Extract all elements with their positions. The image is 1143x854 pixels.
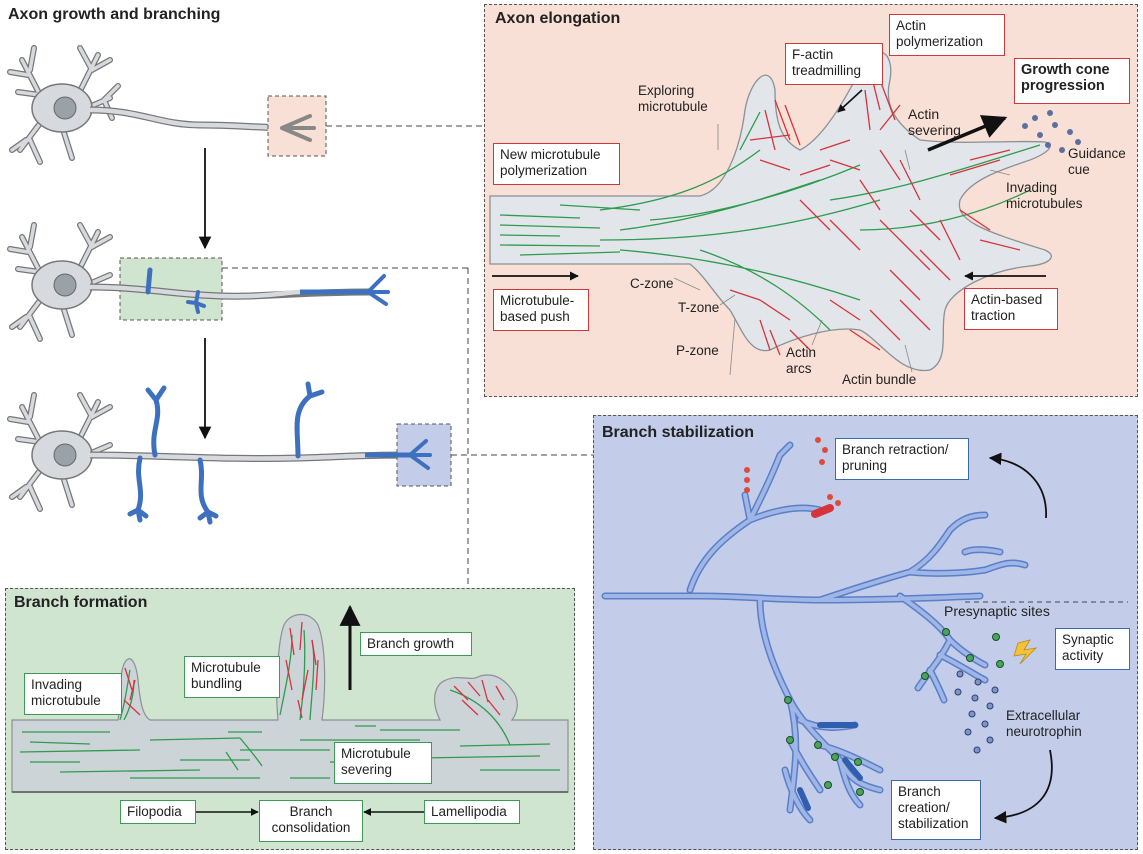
invading-mt-box: Invading microtubule	[24, 673, 122, 715]
actin-severing-label: Actin severing	[908, 106, 961, 138]
synaptic-activity-box: Synaptic activity	[1055, 628, 1130, 670]
branch-growth-box: Branch growth	[360, 632, 472, 656]
neuron-stage-3	[7, 381, 411, 525]
branch-tree	[601, 441, 1029, 824]
consolidation-box: Branch consolidation	[259, 800, 363, 842]
retraction-arrow	[988, 452, 1047, 519]
mt-severing-box: Microtubule severing	[334, 742, 432, 784]
actin-traction-box: Actin-based traction	[964, 288, 1058, 330]
guidance-cue-label: Guidance cue	[1068, 146, 1126, 177]
new-mt-box: New microtubule polymerization	[493, 143, 620, 185]
actin-arcs-label: Actin arcs	[786, 345, 817, 376]
progression-arrow	[927, 115, 1008, 152]
presynaptic-label: Presynaptic sites	[944, 603, 1050, 619]
branch-creation-box: Branch creation/ stabilization	[891, 780, 981, 840]
stabilization-title: Branch stabilization	[602, 424, 755, 441]
growth-cone	[489, 51, 1052, 372]
c-zone-label: C-zone	[630, 276, 674, 291]
neuron-stage-1	[7, 45, 316, 165]
neurotrophin-label: Extracellular neurotrophin	[1006, 708, 1082, 739]
f-actin-box: F-actin treadmilling	[785, 43, 883, 85]
p-zone-label: P-zone	[676, 343, 719, 358]
main-title: Axon growth and branching	[8, 6, 221, 23]
formation-title: Branch formation	[14, 594, 148, 611]
mt-bundling-box: Microtubule bundling	[184, 656, 280, 698]
invading-mts-label: Invading microtubules	[1006, 180, 1083, 211]
treadmilling-arrow	[837, 89, 863, 113]
retraction-box: Branch retraction/ pruning	[835, 438, 969, 480]
lamellipodia-box: Lamellipodia	[424, 800, 520, 824]
lightning-icon	[1013, 639, 1038, 665]
neuron-stage-2	[7, 222, 113, 342]
actin-polymerization-box: Actin polymerization	[889, 14, 1005, 56]
elongation-title: Axon elongation	[495, 10, 621, 27]
actin-bundle-label: Actin bundle	[842, 372, 917, 387]
filopodia-box: Filopodia	[120, 800, 196, 824]
exploring-mt-label: Exploring microtubule	[638, 83, 708, 114]
growth-cone-box: Growth cone progression	[1014, 58, 1130, 104]
t-zone-label: T-zone	[678, 300, 720, 315]
creation-arrow	[993, 749, 1053, 824]
stabilization-panel	[593, 415, 1138, 850]
mt-push-box: Microtubule- based push	[493, 289, 589, 331]
